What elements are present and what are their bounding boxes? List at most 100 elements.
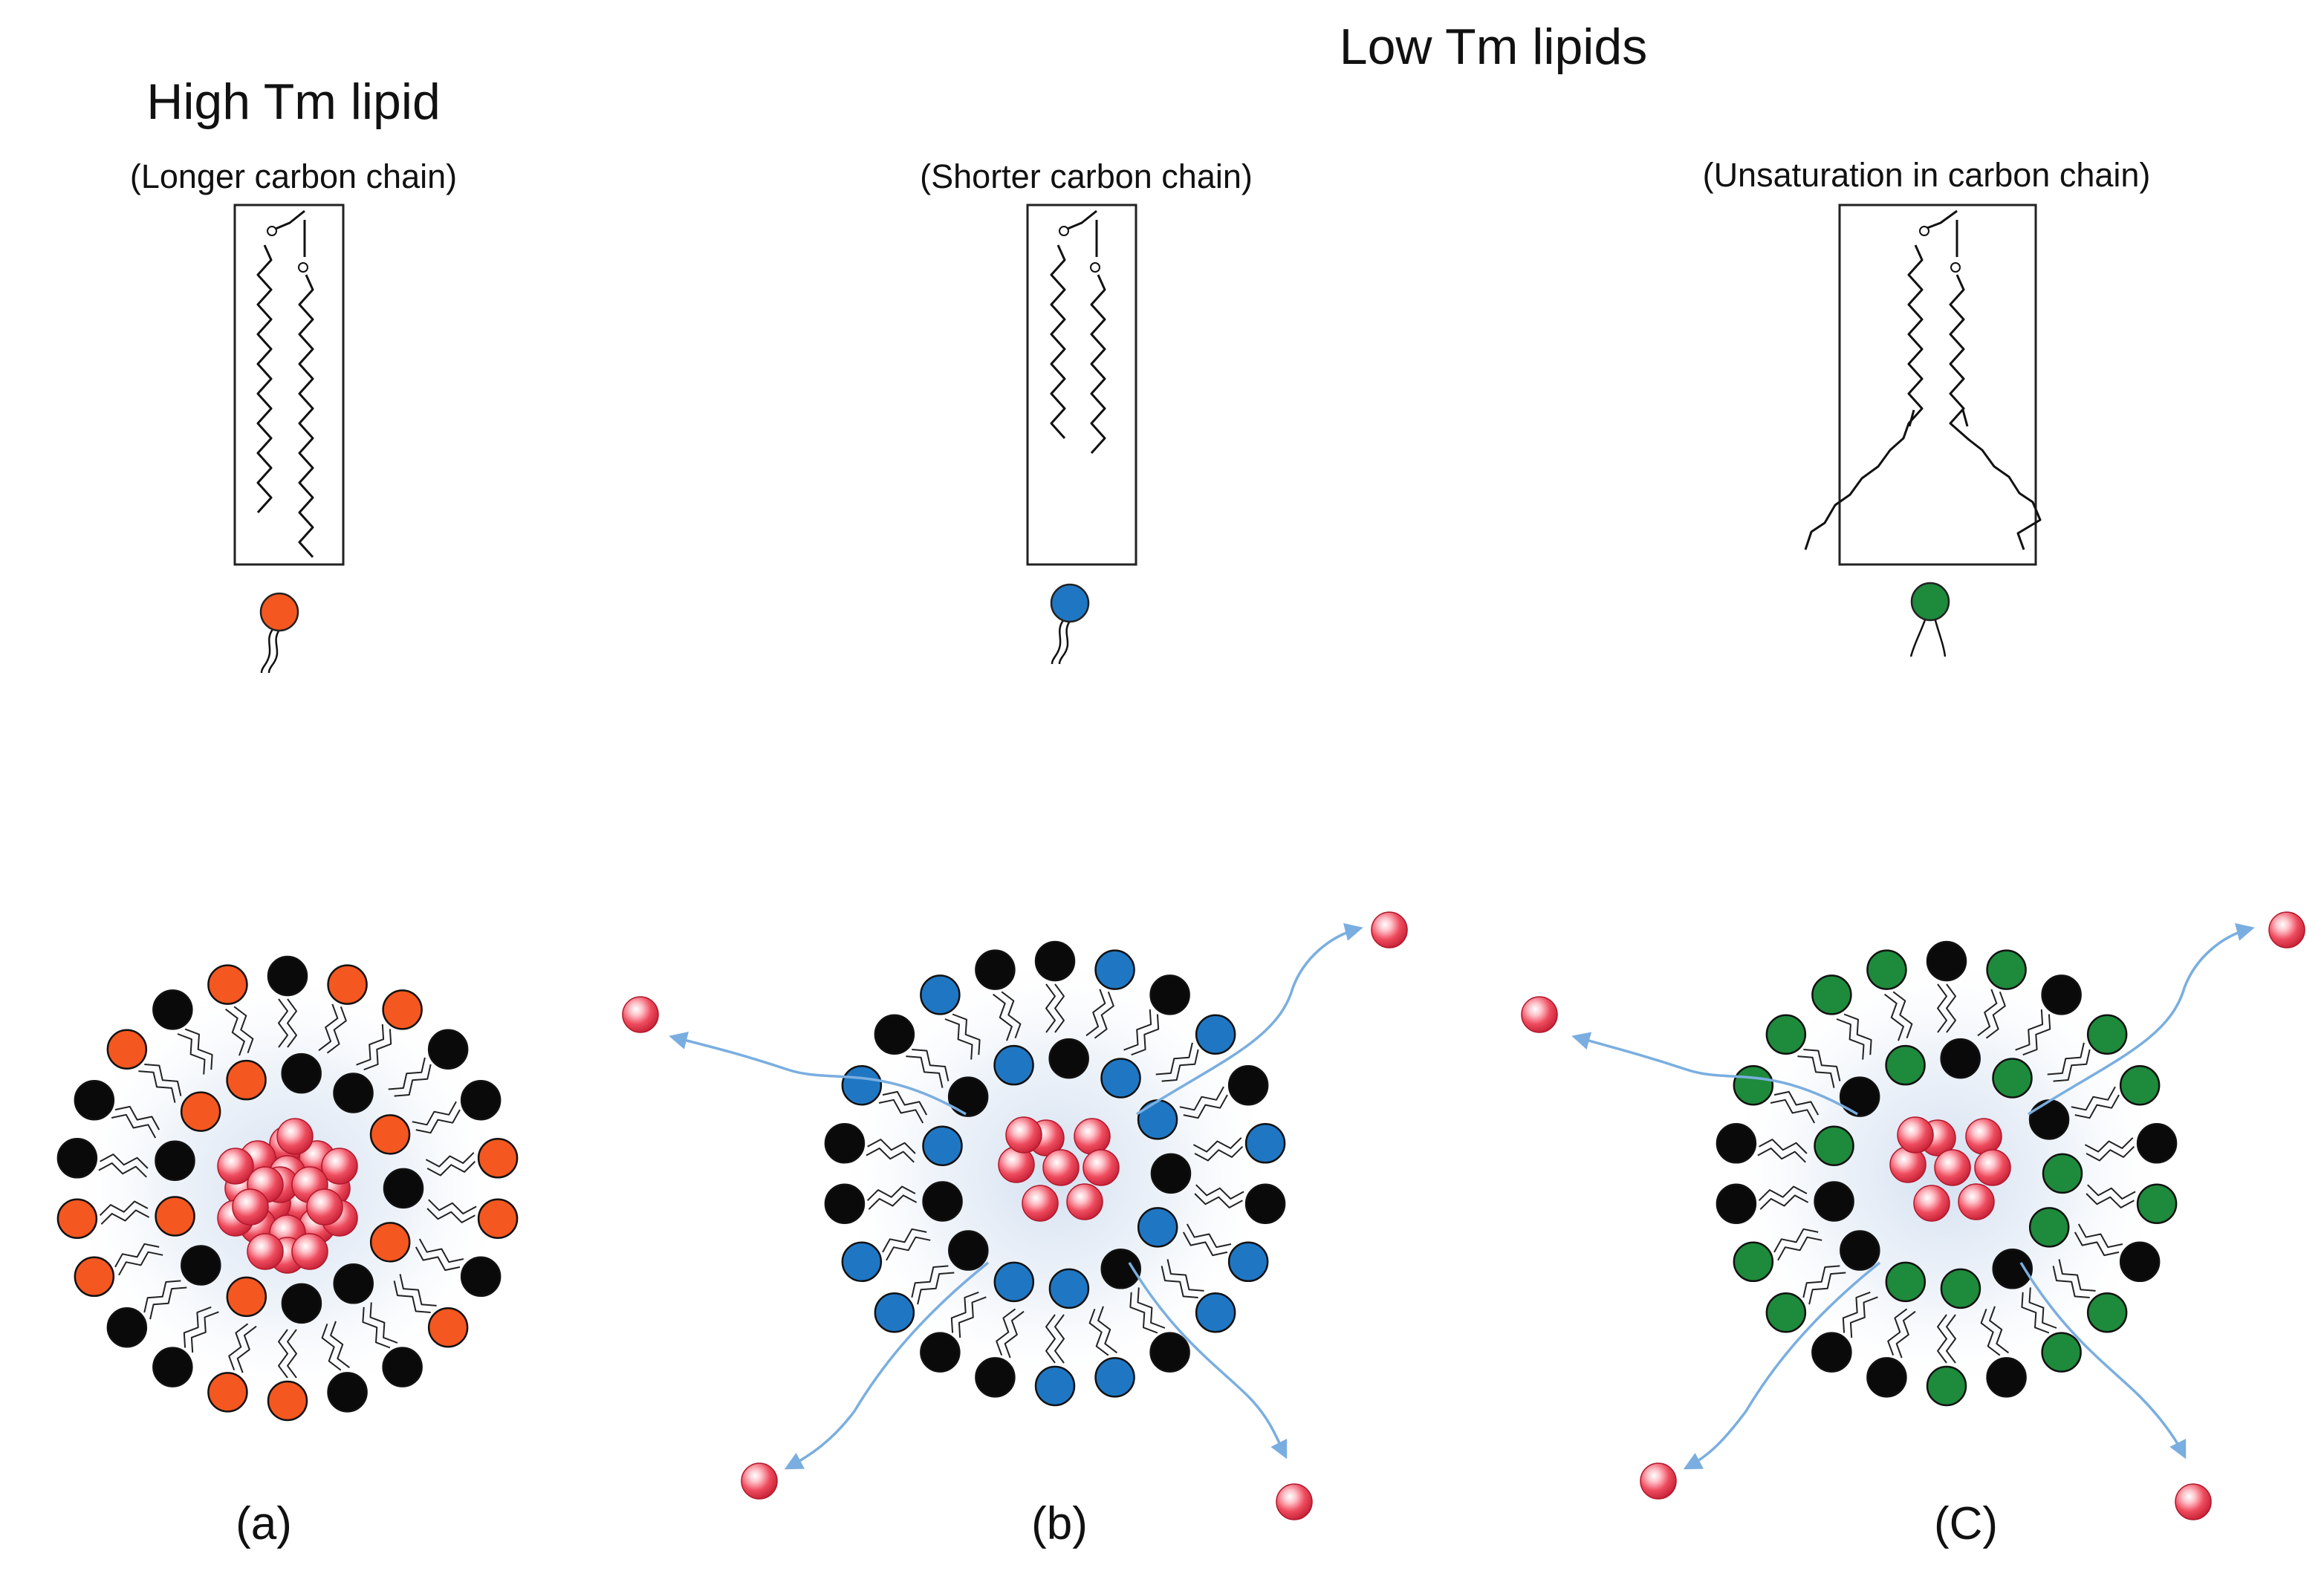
drug-particle — [1521, 996, 1558, 1033]
lipid-tail — [1773, 1090, 1820, 1116]
core-lipid-head — [1839, 1076, 1880, 1117]
core-lipid-head — [948, 1230, 989, 1271]
lipid-tail — [2021, 1292, 2050, 1334]
lipid-tail — [1977, 989, 1998, 1037]
core-lipid-head — [1840, 1230, 1880, 1271]
lipid-tail — [1937, 1314, 1947, 1364]
carbon-chain — [1090, 274, 1106, 455]
lipid-tail — [1179, 1086, 1224, 1111]
lipid-tail — [321, 1323, 342, 1371]
structure-unsaturated-chain — [1804, 204, 2042, 566]
lipid-tail — [1183, 1094, 1228, 1119]
lipid-tail — [1194, 1193, 1243, 1208]
lipid-tail — [369, 1302, 398, 1344]
inner-lipid-head — [2042, 1153, 2083, 1194]
lipid-tail — [190, 1311, 219, 1353]
lipid-tail — [1182, 1231, 1228, 1257]
outer-lipid-head — [1195, 1292, 1236, 1333]
lipid-tail — [1054, 1314, 1065, 1364]
lipid-tail — [2074, 1231, 2120, 1257]
core-lipid-head — [1940, 1038, 1981, 1079]
lipid-tail — [2053, 1049, 2091, 1082]
lipid-tail — [177, 1033, 206, 1075]
drug-particle — [1042, 1149, 1080, 1186]
lipid-tail — [952, 1013, 981, 1055]
core-lipid-head — [427, 1029, 469, 1070]
lipid-tail — [2087, 1184, 2136, 1200]
outer-lipid-head — [1926, 1365, 1967, 1407]
outer-lipid-head — [267, 1380, 308, 1422]
subheading-longer-chain: (Longer carbon chain) — [130, 157, 457, 195]
lipid-tail — [911, 1265, 949, 1298]
release-arrow — [669, 1031, 967, 1116]
oxygen-atom — [1919, 226, 1929, 236]
lipid-tail — [2074, 1094, 2120, 1119]
lipid-icon-short-chain — [1050, 583, 1090, 665]
lipid-tail — [886, 1236, 931, 1261]
core-lipid-head — [1149, 974, 1190, 1015]
core-lipid-head — [1814, 1181, 1854, 1222]
outer-lipid-head — [1765, 1292, 1807, 1333]
core-lipid-head — [460, 1256, 502, 1298]
subheading-unsaturated-chain: (Unsaturation in carbon chain) — [1703, 156, 2151, 194]
core-lipid-head — [920, 1332, 961, 1373]
core-lipid-head — [1992, 1249, 2033, 1289]
core-lipid-head — [1149, 1332, 1190, 1373]
lipid-tail — [1946, 983, 1956, 1033]
heading-high-tm: High Tm lipid — [146, 74, 441, 130]
core-lipid-head — [1048, 1038, 1089, 1079]
lipid-tail — [100, 1153, 149, 1169]
particle-a — [56, 955, 519, 1422]
lipid-tail — [1045, 983, 1056, 1033]
release-arrow — [2019, 1262, 2187, 1460]
lipid-tail — [866, 1148, 915, 1163]
outer-lipid-head — [207, 964, 248, 1005]
lipid-tail — [233, 1006, 254, 1054]
lipid-tail — [183, 1306, 212, 1348]
drug-particle — [741, 1462, 778, 1500]
lipid-tail — [1161, 1049, 1199, 1082]
lipid-tail — [1085, 989, 1106, 1037]
lipid-tail — [1097, 1306, 1118, 1354]
inner-lipid-head — [922, 1125, 963, 1167]
lipid-tail — [1186, 1223, 1232, 1249]
outer-lipid-head — [2086, 1292, 2128, 1333]
particle-b — [622, 911, 1408, 1520]
lipid-tail — [2047, 1042, 2085, 1076]
core-lipid-head — [1716, 1183, 1757, 1224]
inner-lipid-head — [226, 1276, 267, 1318]
lipid-tail — [1001, 991, 1022, 1039]
lipid-head — [259, 592, 299, 632]
outer-lipid-head — [1811, 974, 1852, 1015]
core-lipid-head — [1150, 1153, 1192, 1194]
core-lipid-head — [1866, 1357, 1907, 1398]
drug-particle — [1074, 1118, 1111, 1155]
lipid-tail — [2077, 1223, 2123, 1249]
lipid-tail — [906, 1055, 944, 1088]
lipid-tail — [144, 1064, 182, 1096]
lipid-tail — [267, 629, 281, 674]
lipid-tail — [260, 628, 275, 674]
outer-lipid-head — [1733, 1064, 1774, 1106]
lipid-tail — [1849, 1296, 1878, 1338]
outer-lipid-head — [477, 1138, 519, 1179]
core-lipid-head — [460, 1079, 502, 1121]
lipid-tail — [1051, 619, 1065, 665]
lipid-icon-high-tm — [259, 592, 299, 674]
lipid-tail — [958, 1296, 987, 1338]
drug-particle — [1022, 1185, 1059, 1222]
drug-particle — [321, 1148, 358, 1185]
structure-box — [1838, 204, 2037, 566]
outer-lipid-head — [1986, 949, 2027, 990]
inner-lipid-head — [369, 1222, 411, 1263]
lipid-tail — [318, 1003, 339, 1052]
lipid-tail — [1004, 1310, 1025, 1358]
panel-label-c: (C) — [1934, 1498, 1998, 1549]
lipid-tail — [1192, 1137, 1242, 1153]
core-lipid-head — [1986, 1357, 2027, 1398]
carbon-chain — [1804, 244, 1924, 550]
release-arrow — [2028, 922, 2255, 1116]
lipid-tail — [950, 1291, 979, 1333]
lipid-tail — [1797, 1055, 1835, 1088]
core-lipid-head — [824, 1183, 866, 1224]
